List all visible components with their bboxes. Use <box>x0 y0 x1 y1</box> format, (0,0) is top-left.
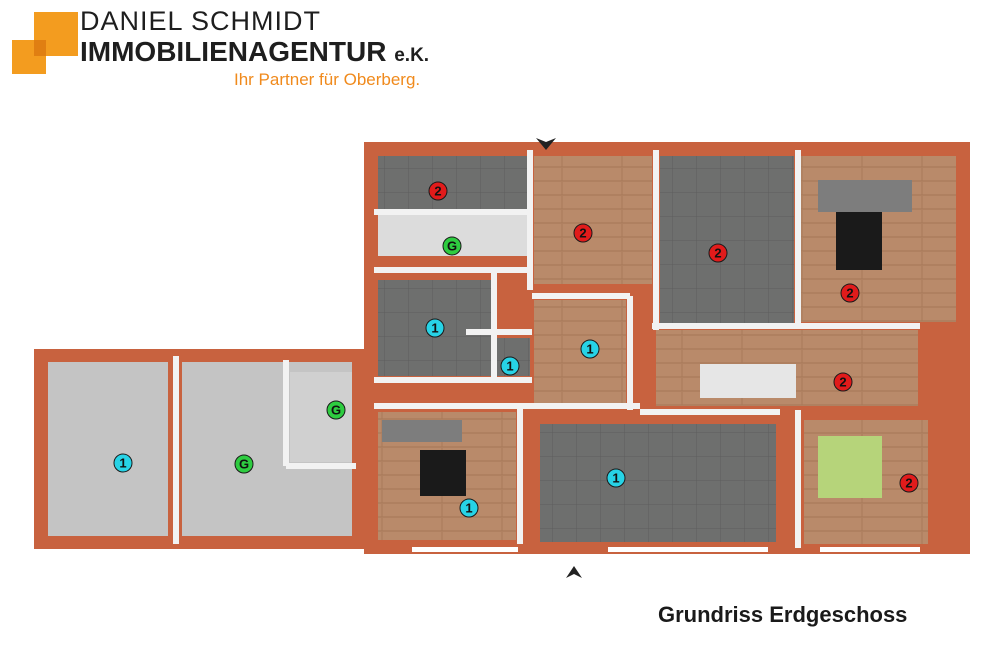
brand-agency-name: IMMOBILIENAGENTUR <box>80 36 387 67</box>
unit-marker-7: 1 <box>500 356 520 376</box>
unit-marker-label: 1 <box>431 321 438 336</box>
brand-suffix: e.K. <box>394 45 430 66</box>
unit-marker-circle <box>442 236 462 256</box>
unit-marker-label: 2 <box>434 184 441 199</box>
unit-marker-circle <box>580 339 600 359</box>
room-left-1 <box>48 362 168 536</box>
unit-marker-label: 2 <box>579 226 586 241</box>
unit-marker-label: 1 <box>465 501 472 516</box>
unit-marker-label: G <box>447 239 457 254</box>
unit-marker-13: 1 <box>459 498 479 518</box>
unit-marker-label: G <box>331 403 341 418</box>
unit-marker-circle <box>840 283 860 303</box>
unit-marker-circle <box>833 372 853 392</box>
unit-marker-label: 2 <box>846 286 853 301</box>
unit-marker-6: 1 <box>425 318 445 338</box>
kitchen-top <box>660 156 794 324</box>
windows <box>412 547 920 552</box>
unit-marker-circle <box>606 468 626 488</box>
entrance-arrow-top <box>536 138 556 150</box>
utility-g <box>290 372 352 462</box>
interior-walls <box>173 150 920 548</box>
unit-marker-circle <box>326 400 346 420</box>
unit-marker-12: G <box>234 454 254 474</box>
brand-slogan: Ihr Partner für Oberberg. <box>234 70 421 89</box>
hall-mid <box>534 300 626 406</box>
rug-left <box>420 450 466 496</box>
unit-marker-label: G <box>239 457 249 472</box>
unit-marker-8: 1 <box>580 339 600 359</box>
bathroom-top <box>378 156 528 212</box>
unit-marker-11: 1 <box>113 453 133 473</box>
bed <box>818 436 882 498</box>
unit-marker-3: 2 <box>573 223 593 243</box>
unit-marker-5: 2 <box>840 283 860 303</box>
unit-marker-circle <box>708 243 728 263</box>
brand-agency: IMMOBILIENAGENTUR e.K. <box>80 36 429 68</box>
unit-marker-circle <box>459 498 479 518</box>
unit-marker-2: G <box>442 236 462 256</box>
unit-marker-10: G <box>326 400 346 420</box>
unit-marker-circle <box>500 356 520 376</box>
room-top-wood <box>534 156 652 284</box>
unit-marker-circle <box>234 454 254 474</box>
unit-marker-label: 2 <box>839 375 846 390</box>
unit-marker-4: 2 <box>708 243 728 263</box>
unit-marker-circle <box>425 318 445 338</box>
stairs <box>700 364 796 398</box>
unit-marker-9: 2 <box>833 372 853 392</box>
kitchen-bottom <box>540 424 776 542</box>
unit-marker-circle <box>573 223 593 243</box>
entrance-arrow-bottom <box>566 566 582 578</box>
unit-marker-label: 1 <box>612 471 619 486</box>
living-rug <box>836 210 882 270</box>
brand-name: DANIEL SCHMIDT <box>80 6 322 36</box>
plan-caption: Grundriss Erdgeschoss <box>658 602 908 627</box>
sofa-left <box>382 420 462 442</box>
rooms <box>48 156 956 544</box>
unit-marker-label: 1 <box>586 342 593 357</box>
unit-marker-15: 2 <box>899 473 919 493</box>
unit-marker-1: 2 <box>428 181 448 201</box>
unit-marker-circle <box>113 453 133 473</box>
wc-mid <box>470 338 530 376</box>
unit-marker-label: 1 <box>119 456 126 471</box>
unit-marker-14: 1 <box>606 468 626 488</box>
unit-marker-label: 2 <box>905 476 912 491</box>
unit-marker-circle <box>428 181 448 201</box>
logo-icon <box>12 12 78 74</box>
unit-marker-circle <box>899 473 919 493</box>
sofa-top <box>818 180 912 212</box>
brand-header: DANIEL SCHMIDT IMMOBILIENAGENTUR e.K. Ih… <box>0 0 520 100</box>
unit-marker-label: 2 <box>714 246 721 261</box>
unit-marker-label: 1 <box>506 359 513 374</box>
